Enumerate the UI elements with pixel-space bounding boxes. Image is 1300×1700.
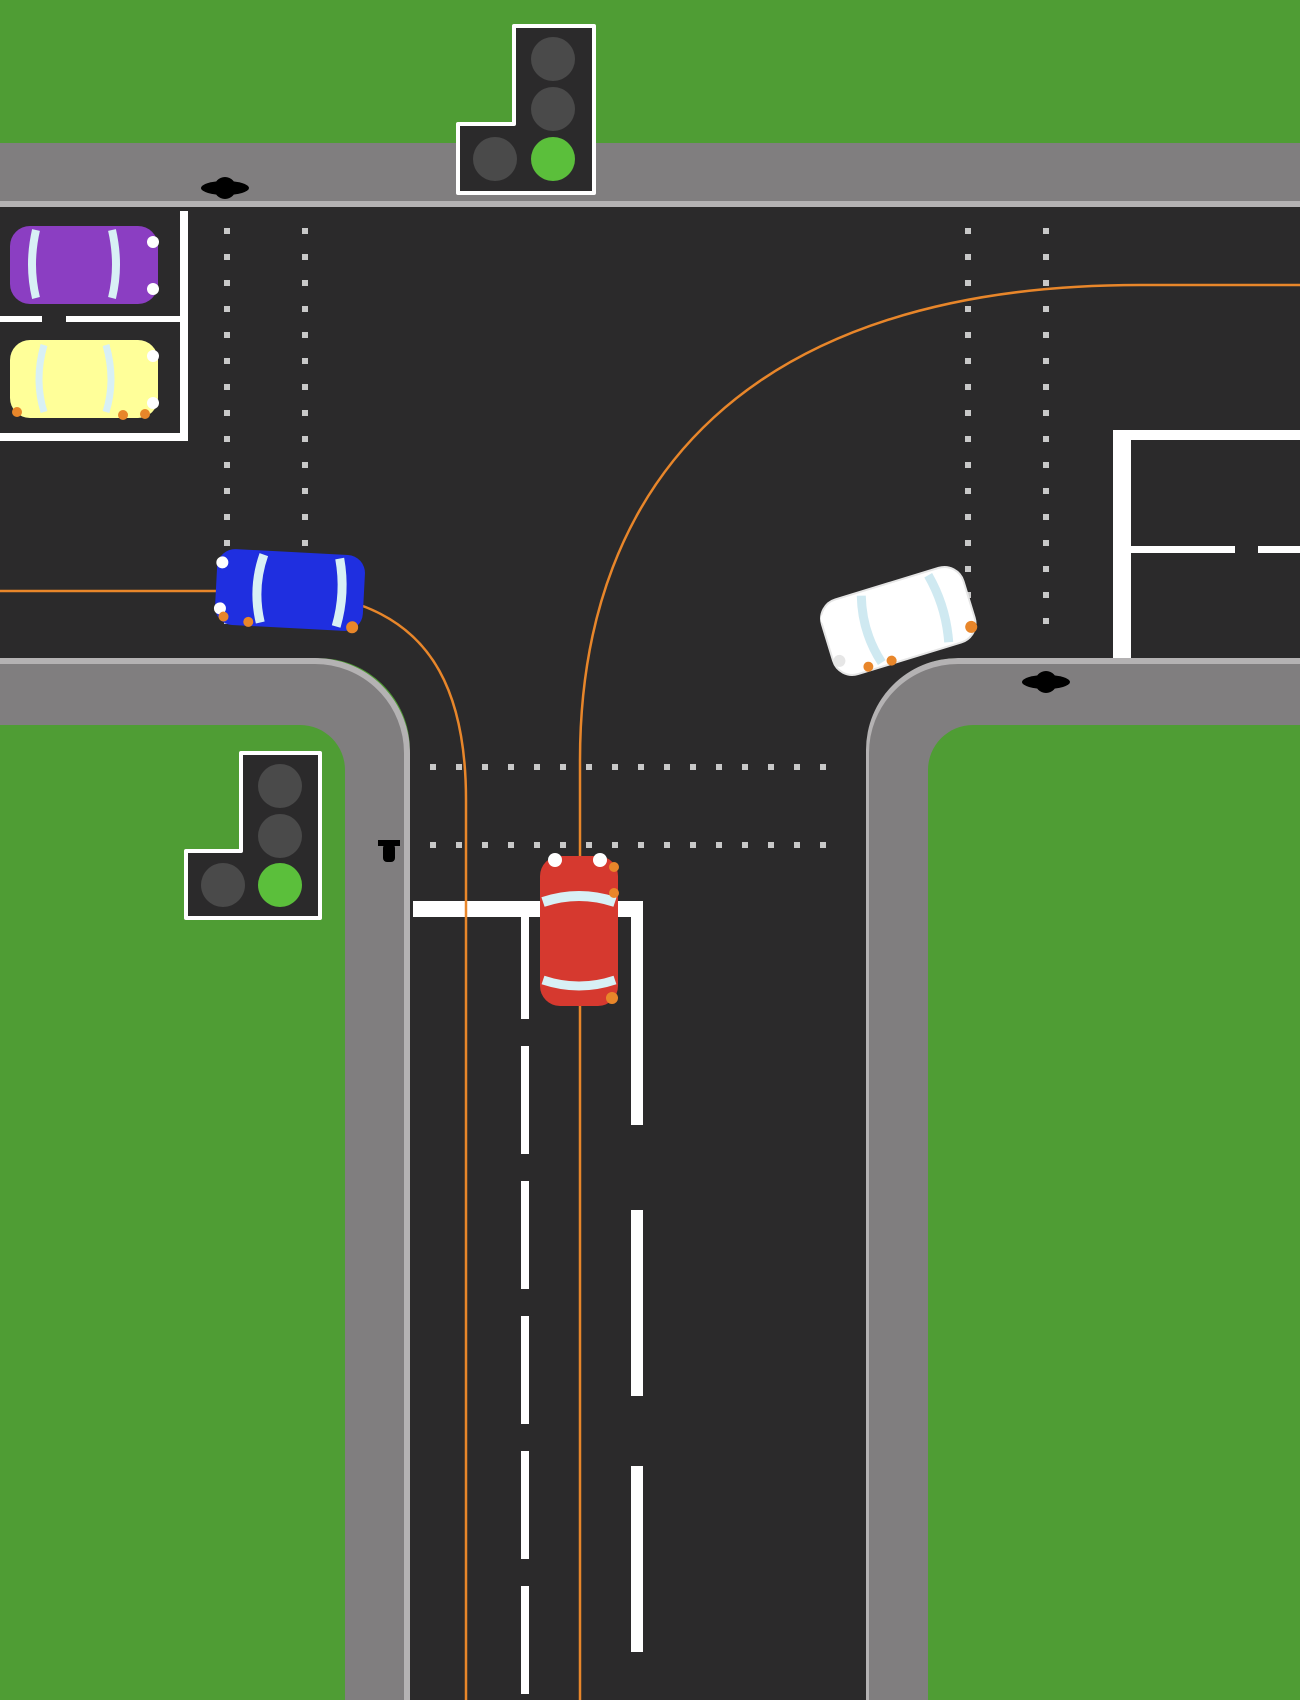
planned-paths [0,283,1300,1700]
sidewalk-north [0,143,1300,203]
pedestrian-top-left [201,177,249,199]
pedestrian-left-curb [378,840,400,862]
blue-car [213,549,365,634]
signal-green-lamp [531,137,575,181]
purple-car [10,226,159,304]
red-car [540,853,619,1006]
pedestrian-right-curb [1022,671,1070,693]
sidewalk-southeast [863,658,1300,1700]
traffic-light-southwest [184,751,322,920]
curb-southwest [0,658,410,1700]
traffic-light-north [456,24,596,195]
curb-southeast [863,658,1300,1700]
signal-green-lamp [258,863,302,907]
curb-north [0,201,1300,207]
parking-bay-left [0,211,188,441]
sidewalk-southwest [0,658,410,1700]
parking-bay-right [1113,430,1300,658]
yellow-car [10,340,159,420]
white-car [820,565,978,676]
